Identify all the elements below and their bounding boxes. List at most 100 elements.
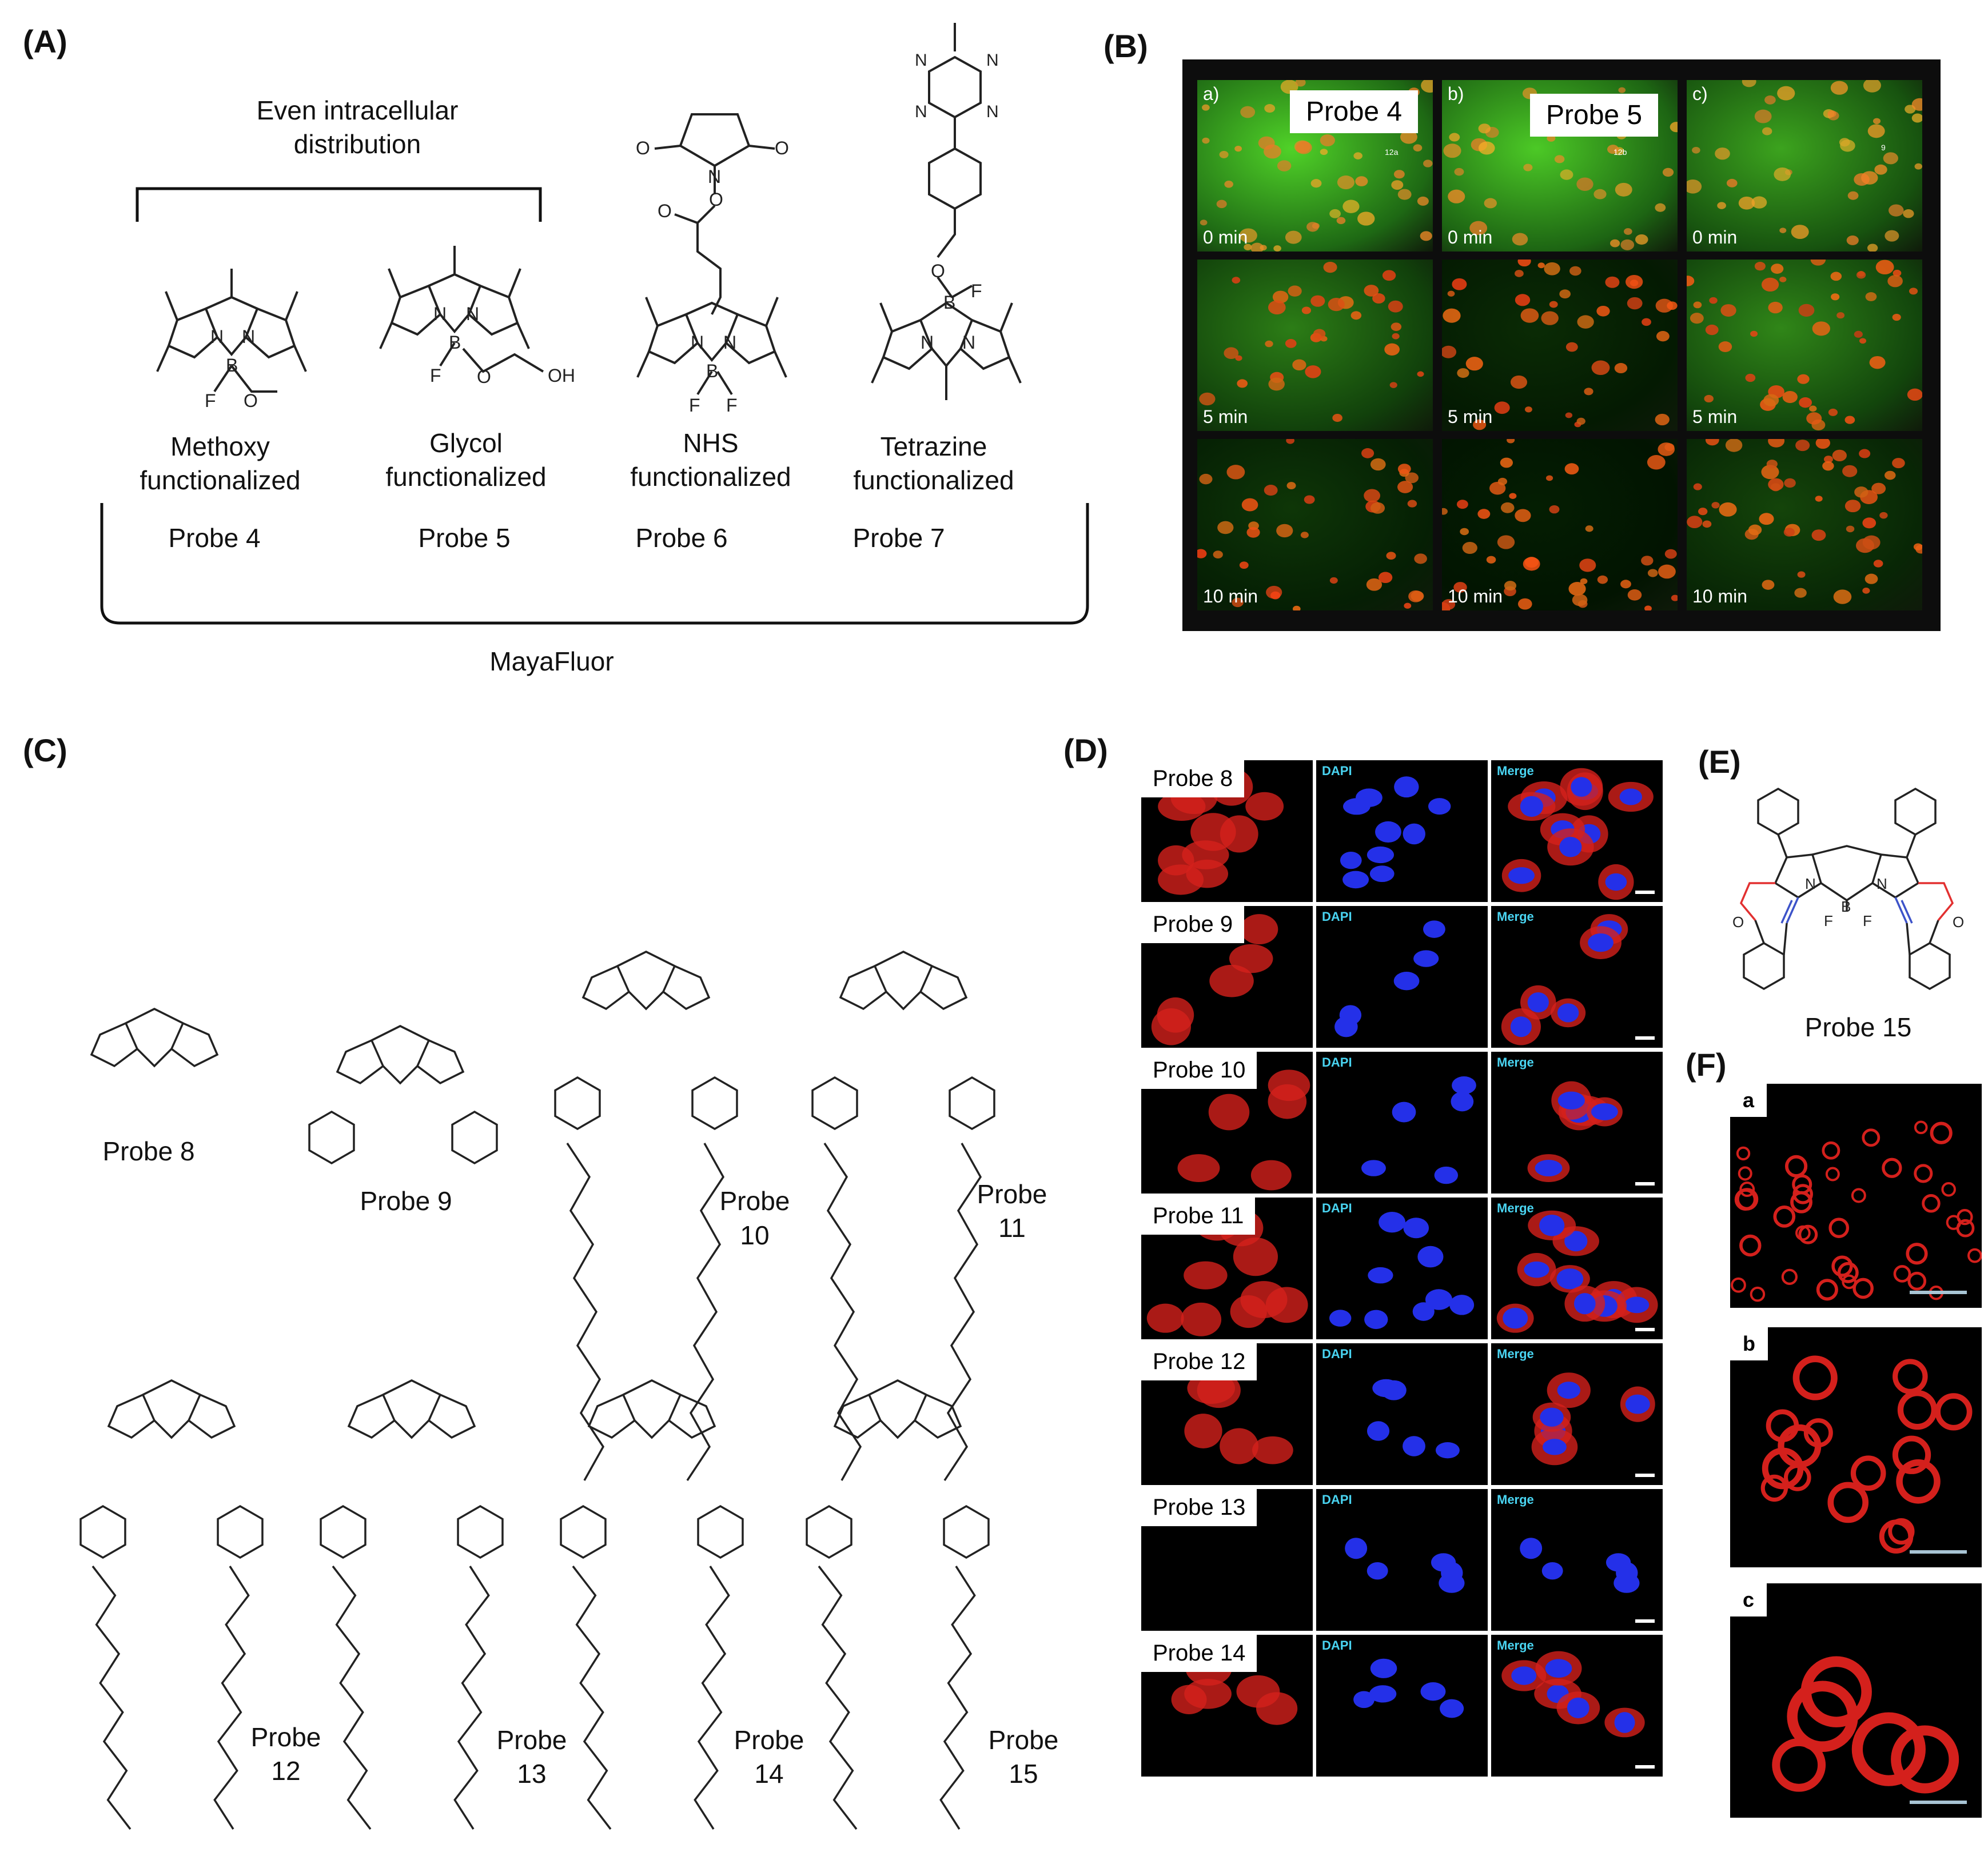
probe-7-func-line1: Tetrazine	[880, 432, 987, 461]
probe-cell-image: 10 min	[1197, 439, 1433, 610]
panel-label-d: (D)	[1063, 732, 1108, 768]
svg-text:F: F	[1863, 912, 1872, 929]
svg-text:O: O	[1732, 913, 1744, 931]
svg-text:O: O	[477, 366, 491, 387]
svg-text:F: F	[205, 390, 216, 411]
probe-6-func: NHS functionalized	[611, 426, 811, 494]
svg-text:O: O	[244, 390, 258, 411]
probe-cell-image: 5 min	[1442, 260, 1678, 431]
probe-14-label: Probe 14	[734, 1725, 804, 1789]
svg-text:O: O	[709, 189, 723, 210]
merge-channel-image: Merge	[1491, 1052, 1663, 1194]
svg-text:N: N	[1877, 875, 1887, 892]
time-label: 10 min	[1692, 586, 1748, 606]
merge-channel-image: Merge	[1491, 1198, 1663, 1339]
channel-label: DAPI	[1322, 1055, 1352, 1069]
panel-c-drawings	[79, 951, 995, 1830]
column-letter: c)	[1692, 83, 1708, 104]
probe-cell-image: c) 0 min	[1687, 80, 1922, 252]
probe-row-label: Probe 9	[1141, 906, 1245, 943]
probe-channel-image: Probe 11	[1141, 1198, 1313, 1339]
dapi-channel-image: DAPI	[1316, 1198, 1488, 1339]
inset-compound-label: 12a	[1385, 147, 1399, 157]
panel-f-image: b	[1728, 1325, 1984, 1570]
probe-5-structure: N N B F O OH	[379, 246, 575, 387]
probe-row-label: Probe 8	[1141, 760, 1245, 797]
probe-channel-image: Probe 14	[1141, 1635, 1313, 1777]
scale-bar	[1910, 1550, 1967, 1554]
probe-6-func-line1: NHS	[683, 428, 739, 458]
probe-7-func: Tetrazine functionalized	[834, 430, 1034, 497]
time-label: 0 min	[1203, 227, 1248, 248]
probe-cell-image: 5 min	[1197, 260, 1433, 431]
probe-channel-image: Probe 9	[1141, 906, 1313, 1048]
time-label: 5 min	[1448, 406, 1493, 427]
subpanel-label: b	[1730, 1327, 1768, 1360]
channel-label: Merge	[1497, 1347, 1534, 1361]
channel-label: DAPI	[1322, 764, 1352, 778]
channel-label: DAPI	[1322, 1347, 1352, 1361]
svg-text:N: N	[466, 304, 479, 324]
probe-5-func: Glycol functionalized	[366, 426, 566, 494]
probe-label-box: Probe 4	[1290, 90, 1419, 133]
probe-15-label-c: Probe 15	[988, 1725, 1059, 1789]
svg-text:N: N	[242, 326, 255, 347]
probe-7-func-line2: functionalized	[853, 465, 1014, 495]
probe-12-label: Probe 12	[250, 1722, 321, 1786]
probe-cell-image: 10 min	[1687, 439, 1922, 610]
time-label: 0 min	[1692, 227, 1738, 248]
probe-row-label: Probe 11	[1141, 1198, 1256, 1235]
channel-label: Merge	[1497, 1492, 1534, 1507]
probe-cell-image: 5 min	[1687, 260, 1922, 431]
svg-text:B: B	[226, 355, 238, 376]
probe-10-label: Probe 10	[719, 1186, 790, 1250]
probe-7-name: Probe 7	[852, 523, 945, 553]
channel-label: DAPI	[1322, 909, 1352, 924]
svg-text:N: N	[433, 304, 447, 324]
channel-label: Merge	[1497, 764, 1534, 778]
channel-label: DAPI	[1322, 1492, 1352, 1507]
svg-text:B: B	[943, 292, 955, 313]
svg-text:F: F	[726, 395, 738, 416]
dapi-channel-image: DAPI	[1316, 1489, 1488, 1631]
svg-text:N: N	[921, 332, 934, 353]
probe-8-label: Probe 8	[102, 1136, 195, 1166]
probe-13-label: Probe 13	[496, 1725, 567, 1789]
probe-5-func-line1: Glycol	[429, 428, 503, 458]
probe-channel-image: Probe 13	[1141, 1489, 1313, 1631]
scale-bar	[1910, 1291, 1967, 1294]
svg-text:B: B	[1841, 898, 1851, 915]
panel-label-b: (B)	[1103, 28, 1148, 64]
svg-text:F: F	[430, 365, 441, 386]
dapi-channel-image: DAPI	[1316, 1052, 1488, 1194]
scale-bar	[1635, 1182, 1655, 1186]
dapi-channel-image: DAPI	[1316, 760, 1488, 902]
panel-label-e: (E)	[1698, 744, 1741, 780]
time-label: 10 min	[1203, 586, 1258, 606]
svg-text:OH: OH	[548, 365, 575, 386]
panel-f-image: a	[1728, 1081, 1984, 1310]
probe-11-label: Probe 11	[977, 1179, 1047, 1243]
svg-text:N: N	[1805, 875, 1816, 892]
probe-cell-image: 10 min	[1442, 439, 1678, 610]
time-label: 10 min	[1448, 586, 1503, 606]
svg-text:B: B	[706, 361, 718, 381]
svg-text:O: O	[658, 201, 672, 221]
inset-compound-label: 12b	[1613, 147, 1627, 157]
probe-6-structure: N O O O O N N B F F	[636, 113, 789, 416]
dapi-channel-image: DAPI	[1316, 906, 1488, 1048]
dapi-channel-image: DAPI	[1316, 1635, 1488, 1777]
probe-row-label: Probe 14	[1141, 1635, 1257, 1672]
probe-9-label: Probe 9	[360, 1186, 452, 1216]
probe-channel-image: Probe 8	[1141, 760, 1313, 902]
panel-label-f: (F)	[1686, 1047, 1727, 1083]
channel-label: Merge	[1497, 909, 1534, 924]
mayafluor-label: MayaFluor	[489, 646, 614, 676]
svg-text:O: O	[636, 138, 650, 158]
probe-5-name: Probe 5	[418, 523, 511, 553]
scale-bar	[1635, 1765, 1655, 1769]
probe-row-label: Probe 12	[1141, 1343, 1257, 1380]
svg-text:N: N	[210, 326, 224, 347]
time-label: 0 min	[1448, 227, 1493, 248]
probe-label-box: Probe 5	[1530, 94, 1659, 137]
